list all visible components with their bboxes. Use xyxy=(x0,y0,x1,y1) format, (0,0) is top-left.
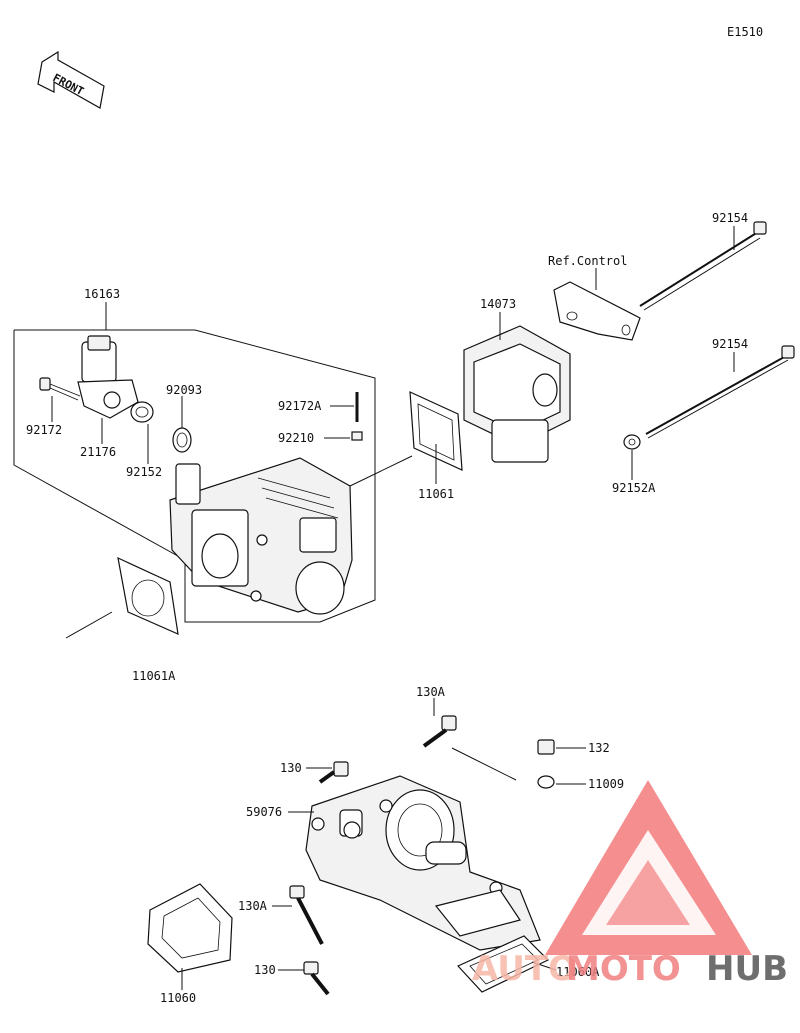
part-130-bolt-bot xyxy=(303,961,330,996)
part-92154-bolt-top xyxy=(639,221,767,311)
part-11009-washer xyxy=(537,775,555,789)
label-92210: 92210 xyxy=(278,431,314,445)
label-11060: 11060 xyxy=(160,991,196,1005)
part-14073-chamber xyxy=(463,325,571,463)
part-11061-gasket xyxy=(409,391,463,471)
part-92152A-collar xyxy=(623,434,641,450)
label-92152A: 92152A xyxy=(612,481,656,495)
label-130A-top: 130A xyxy=(416,685,446,699)
label-92154-top: 92154 xyxy=(712,211,748,225)
part-11060-gasket xyxy=(147,883,233,973)
label-leaders xyxy=(51,226,735,990)
watermark-logo xyxy=(545,780,752,955)
leader-lower-links xyxy=(451,747,517,781)
ref-control-bracket xyxy=(553,281,641,341)
watermark-auto: AUTO xyxy=(472,949,577,989)
part-11061A-gasket xyxy=(117,556,179,635)
watermark-text: AUTO MOTO HUB xyxy=(472,949,788,989)
part-132-bolt xyxy=(537,739,555,755)
watermark-hub: HUB xyxy=(706,949,788,989)
ref-note: Ref.Control xyxy=(548,254,627,268)
label-92172A: 92172A xyxy=(278,399,322,413)
front-arrow-icon: FRONT xyxy=(37,50,105,109)
part-throttle-body xyxy=(169,457,353,615)
part-92152-clip xyxy=(130,401,154,423)
part-130A-bolt-top xyxy=(422,715,457,748)
label-130-top: 130 xyxy=(280,761,302,775)
part-92093-ring xyxy=(172,427,192,453)
part-21176-sensor xyxy=(77,335,139,419)
leader-assembly-links xyxy=(349,455,413,487)
part-130-bolt-top xyxy=(318,761,349,784)
label-21176: 21176 xyxy=(80,445,116,459)
part-92172-screw xyxy=(39,377,81,401)
label-14073: 14073 xyxy=(480,297,516,311)
label-11009: 11009 xyxy=(588,777,624,791)
part-92154-bolt-mid xyxy=(645,345,795,439)
part-manifold xyxy=(305,775,541,951)
label-11060A: 11060A xyxy=(556,965,600,979)
label-130A-bot: 130A xyxy=(238,899,268,913)
watermark-moto: MOTO xyxy=(566,949,681,989)
part-92210-nut xyxy=(351,431,363,441)
label-11061A: 11061A xyxy=(132,669,176,683)
label-16163: 16163 xyxy=(84,287,120,301)
assembly-outline xyxy=(13,329,376,623)
label-92172: 92172 xyxy=(26,423,62,437)
part-130A-bolt-bot xyxy=(289,885,324,945)
label-11061: 11061 xyxy=(418,487,454,501)
label-59076: 59076 xyxy=(246,805,282,819)
leader-11061A xyxy=(65,611,113,639)
label-92093: 92093 xyxy=(166,383,202,397)
part-11060A-gasket xyxy=(456,935,550,993)
label-92154-mid: 92154 xyxy=(712,337,748,351)
label-92152: 92152 xyxy=(126,465,162,479)
label-130-bot: 130 xyxy=(254,963,276,977)
label-132: 132 xyxy=(588,741,610,755)
diagram-code: E1510 xyxy=(727,25,763,39)
